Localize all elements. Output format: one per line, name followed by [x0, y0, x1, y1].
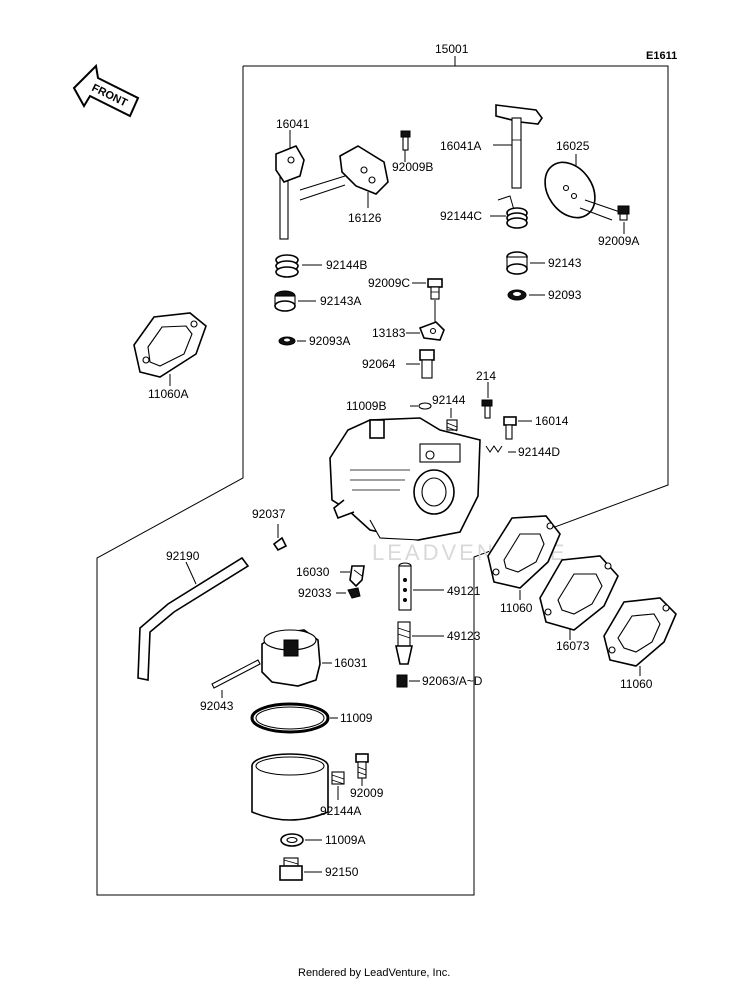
label-11009B: 11009B: [346, 399, 386, 413]
part-11009B[interactable]: 11009B: [346, 399, 432, 413]
label-11009: 11009: [340, 711, 373, 725]
part-92043[interactable]: 92043: [200, 659, 261, 713]
label-16126: 16126: [348, 211, 382, 225]
label-92009: 92009: [350, 786, 384, 800]
label-92093A: 92093A: [309, 334, 350, 348]
label-92063: 92063/A~D: [422, 674, 483, 688]
label-11060-a: 11060: [500, 601, 533, 615]
label-92009A: 92009A: [598, 234, 639, 248]
label-16041A: 16041A: [440, 139, 481, 153]
label-92043: 92043: [200, 699, 234, 713]
front-arrow-icon: FRONT: [72, 63, 140, 118]
label-49123: 49123: [447, 629, 481, 643]
label-11060-b: 11060: [620, 677, 653, 691]
assembly-number: 15001: [435, 42, 469, 56]
part-13183[interactable]: 13183: [372, 321, 445, 341]
part-16030[interactable]: 16030: [296, 565, 365, 588]
label-92144A: 92144A: [320, 804, 361, 818]
part-92144B[interactable]: 92144B: [275, 254, 367, 278]
label-16025: 16025: [556, 139, 590, 153]
label-92064: 92064: [362, 357, 396, 371]
label-16030: 16030: [296, 565, 330, 579]
part-92037[interactable]: 92037: [252, 507, 288, 552]
label-92093: 92093: [548, 288, 582, 302]
label-16073: 16073: [556, 639, 590, 653]
figure-code: E1611: [646, 50, 677, 62]
label-16031: 16031: [334, 656, 368, 670]
part-92190[interactable]: 92190: [137, 549, 250, 681]
label-92144B: 92144B: [326, 258, 367, 272]
part-92009[interactable]: 92009: [350, 753, 384, 800]
label-92143A: 92143A: [320, 294, 361, 308]
part-11060-gasket-a[interactable]: 11060: [487, 515, 561, 615]
part-float-bowl[interactable]: [251, 753, 329, 821]
label-13183: 13183: [372, 326, 406, 340]
part-214[interactable]: 214: [476, 369, 496, 419]
part-49123[interactable]: 49123: [395, 621, 481, 665]
label-214: 214: [476, 369, 496, 383]
part-92009B[interactable]: 92009B: [392, 130, 433, 174]
label-92009C: 92009C: [368, 276, 410, 290]
label-92144: 92144: [432, 393, 466, 407]
part-16041A[interactable]: 16041A: [440, 104, 543, 189]
part-92144[interactable]: 92144: [432, 393, 466, 432]
part-92150[interactable]: 92150: [279, 857, 359, 881]
label-92037: 92037: [252, 507, 286, 521]
part-92093A[interactable]: 92093A: [278, 334, 350, 348]
part-92033[interactable]: 92033: [298, 586, 361, 600]
part-11009[interactable]: 11009: [250, 702, 373, 734]
part-carburetor-body[interactable]: [329, 417, 481, 541]
footer-credit: Rendered by LeadVenture, Inc.: [298, 967, 450, 979]
label-49121: 49121: [447, 584, 481, 598]
label-16014: 16014: [535, 414, 569, 428]
label-92190: 92190: [166, 549, 200, 563]
part-16031[interactable]: 16031: [261, 629, 368, 687]
label-92150: 92150: [325, 865, 359, 879]
label-11060A: 11060A: [148, 387, 188, 401]
label-92144C: 92144C: [440, 209, 482, 223]
part-16041[interactable]: 16041: [275, 117, 310, 240]
part-92009A[interactable]: 92009A: [598, 205, 639, 248]
label-92033: 92033: [298, 586, 332, 600]
label-92009B: 92009B: [392, 160, 433, 174]
part-11060-gasket-b[interactable]: 11060: [603, 597, 677, 691]
label-11009A: 11009A: [325, 833, 365, 847]
part-49121[interactable]: 49121: [398, 562, 481, 611]
part-92144A[interactable]: 92144A: [320, 771, 361, 818]
label-92143: 92143: [548, 256, 582, 270]
label-16041: 16041: [276, 117, 310, 131]
part-92063[interactable]: 92063/A~D: [396, 674, 483, 688]
part-92143A[interactable]: 92143A: [274, 290, 361, 312]
part-92143[interactable]: 92143: [506, 251, 582, 275]
part-16126[interactable]: 16126: [299, 145, 389, 225]
part-92144C[interactable]: 92144C: [440, 195, 528, 229]
part-11060A[interactable]: 11060A: [133, 312, 207, 401]
part-11009A[interactable]: 11009A: [280, 833, 365, 847]
part-16014[interactable]: 16014: [503, 414, 569, 440]
part-92093[interactable]: 92093: [507, 288, 582, 302]
part-92009C[interactable]: 92009C: [368, 276, 443, 322]
part-16025[interactable]: 16025: [535, 139, 621, 227]
part-16073[interactable]: 16073: [539, 555, 619, 653]
part-92064[interactable]: 92064: [362, 349, 435, 379]
part-92144D[interactable]: 92144D: [485, 445, 560, 459]
assembly-frame: [96, 65, 669, 896]
label-92144D: 92144D: [518, 445, 560, 459]
